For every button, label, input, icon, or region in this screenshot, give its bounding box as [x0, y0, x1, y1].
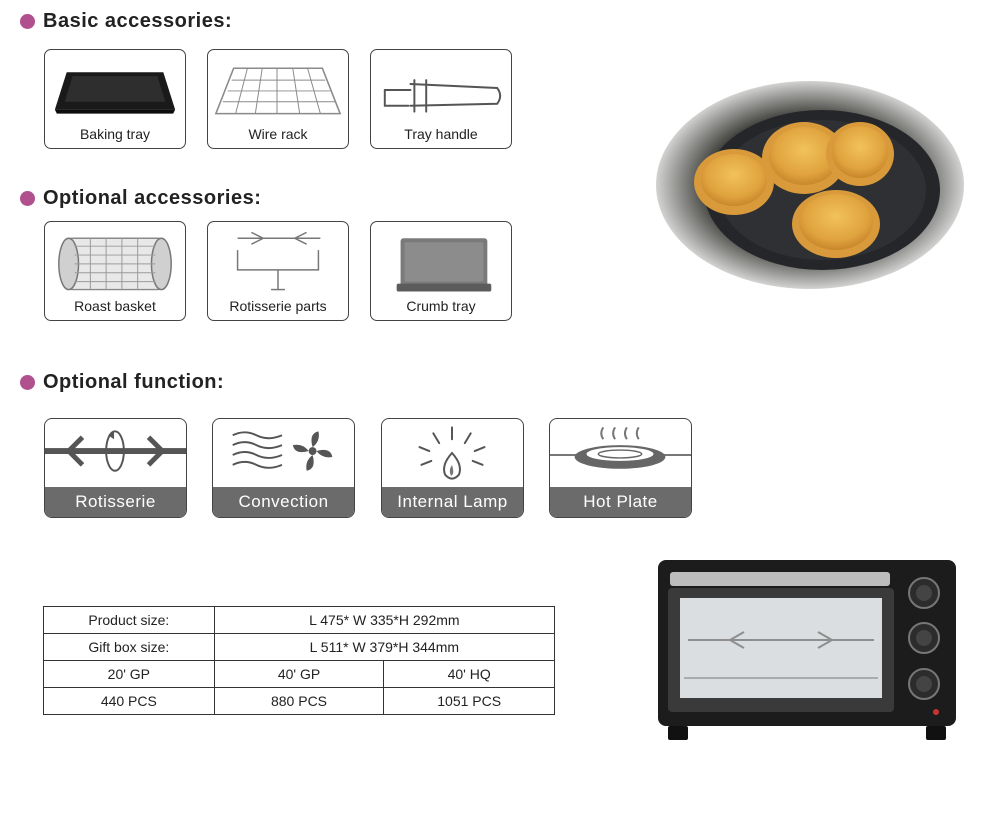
- spec-label: Gift box size:: [43, 633, 215, 661]
- spec-value: L 511* W 379*H 344mm: [213, 633, 556, 661]
- accessory-baking-tray: Baking tray: [44, 49, 186, 149]
- function-hot-plate: Hot Plate: [549, 418, 692, 518]
- accessory-label: Crumb tray: [406, 298, 476, 314]
- function-label: Hot Plate: [550, 487, 691, 517]
- accessory-label: Tray handle: [404, 126, 478, 142]
- accessory-roast-basket: Roast basket: [44, 221, 186, 321]
- tray-handle-icon: [383, 79, 502, 113]
- accessory-wire-rack: Wire rack: [207, 49, 349, 149]
- optional-accessories-heading: Optional accessories:: [20, 187, 261, 210]
- hot-plate-icon: [550, 426, 691, 469]
- bullet-dot: [20, 14, 35, 29]
- container-qty: 1051 PCS: [383, 687, 555, 715]
- rotisserie-icon: [45, 430, 186, 472]
- accessory-label: Wire rack: [248, 126, 308, 142]
- function-label: Internal Lamp: [382, 487, 523, 517]
- lamp-icon: [418, 426, 486, 480]
- accessory-label: Baking tray: [79, 126, 151, 142]
- spec-value: L 475* W 335*H 292mm: [213, 606, 556, 634]
- bullet-dot: [20, 375, 35, 390]
- table-row: Gift box size: L 511* W 379*H 344mm: [43, 633, 556, 661]
- function-label: Convection: [213, 487, 354, 517]
- baking-tray-icon: [54, 72, 176, 114]
- container-type: 40' GP: [213, 660, 385, 688]
- spec-table: Product size: L 475* W 335*H 292mm Gift …: [43, 606, 556, 715]
- function-internal-lamp: Internal Lamp: [381, 418, 524, 518]
- convection-icon: [232, 431, 333, 471]
- accessory-crumb-tray: Crumb tray: [370, 221, 512, 321]
- container-type: 20' GP: [43, 660, 215, 688]
- container-qty: 880 PCS: [213, 687, 385, 715]
- accessory-rotisserie-parts: Rotisserie parts: [207, 221, 349, 321]
- container-qty: 440 PCS: [43, 687, 215, 715]
- function-label: Rotisserie: [45, 487, 186, 517]
- toaster-oven-photo: [658, 560, 956, 740]
- roast-basket-icon: [58, 237, 172, 291]
- table-row: 440 PCS 880 PCS 1051 PCS: [43, 687, 555, 715]
- spec-label: Product size:: [43, 606, 215, 634]
- container-type: 40' HQ: [383, 660, 555, 688]
- function-convection: Convection: [212, 418, 355, 518]
- accessory-label: Rotisserie parts: [229, 298, 327, 314]
- function-rotisserie: Rotisserie: [44, 418, 187, 518]
- basic-accessories-heading: Basic accessories:: [20, 10, 232, 33]
- egg-tart-photo: [656, 81, 964, 289]
- rotisserie-parts-icon: [236, 231, 321, 291]
- bullet-dot: [20, 191, 35, 206]
- crumb-tray-icon: [396, 238, 492, 292]
- table-row: 20' GP 40' GP 40' HQ: [43, 660, 555, 688]
- table-row: Product size: L 475* W 335*H 292mm: [43, 606, 556, 634]
- accessory-tray-handle: Tray handle: [370, 49, 512, 149]
- optional-function-heading: Optional function:: [20, 371, 224, 394]
- wire-rack-icon: [214, 67, 342, 115]
- accessory-label: Roast basket: [74, 298, 156, 314]
